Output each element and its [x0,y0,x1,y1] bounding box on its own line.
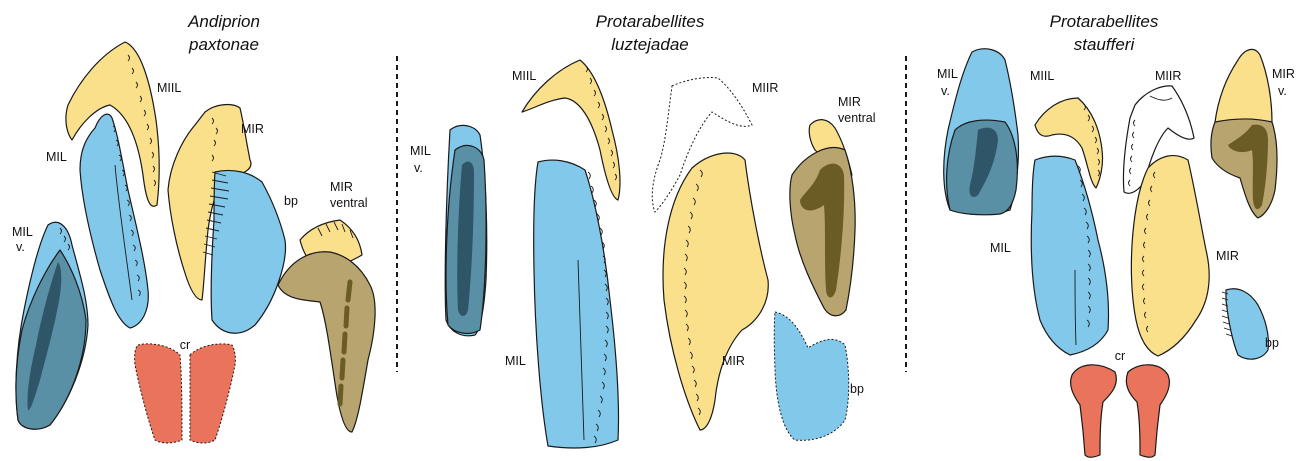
panel-2-mir-ventral-label-line-1: MIR [838,95,861,109]
panel-2-mil-label: MIL [505,354,526,368]
panel-3-mir-v-label-line-2: v. [1278,84,1287,98]
panel-1-bp-element [203,170,285,333]
panel-3-mir-ventral-element [1211,49,1277,218]
panel-2-bp-label: bp [850,382,864,396]
panel-3-title-line-1: Protarabellites [1050,12,1159,31]
panel-2-miil-label: MIIL [512,69,536,83]
panel-3-carriers [1071,365,1170,457]
panel-2-title-line-1: Protarabellites [596,12,705,31]
panel-2-mil-element [534,160,619,448]
panel-1-cr-label: cr [180,338,190,352]
panel-3-bp-element [1222,289,1268,359]
panel-1-title-line-1: Andiprion [187,12,260,31]
panel-1-carriers [135,344,236,443]
panel-1-miil-label: MIIL [157,81,181,95]
panel-2-mil-ventral-element [445,125,487,335]
panel-3-mil-label: MIL [990,241,1011,255]
panel-3-mir-element [1131,156,1209,356]
panel-3-bp-label: bp [1265,336,1279,350]
panel-3-mil-v-label-line-1: MIL [937,67,958,81]
panel-protarabellites-staufferi: Protarabellites staufferi MIL v. MIIL MI… [937,12,1295,457]
panel-3-mil-v-label-line-2: v. [941,84,950,98]
panel-3-miil-label: MIIL [1030,69,1054,83]
panel-1-mir-label: MIR [241,122,264,136]
panel-1-mil-v-label-line-1: MIL [12,225,33,239]
panel-2-mir-element [663,153,768,430]
panel-1-mir-ventral-label-line-2: ventral [330,196,368,210]
panel-2-title-line-2: luztejadae [611,35,689,54]
panel-2-mil-v-label-line-1: MIL [410,144,431,158]
panel-2-mir-label: MIR [722,354,745,368]
panel-1-bp-label: bp [284,194,298,208]
panel-1-mil-label: MIL [46,150,67,164]
panel-3-title-line-2: staufferi [1074,35,1136,54]
panel-2-miir-label: MIIR [752,81,778,95]
panel-1-mir-ventral-label-line-1: MIR [330,180,353,194]
panel-2-bp-element [774,312,849,440]
panel-2-mir-ventral-label-line-2: ventral [838,111,876,125]
panel-1-mir-ventral-element [278,220,375,432]
panel-1-mil-v-label-line-2: v. [16,240,25,254]
panel-3-mir-v-label-line-1: MIR [1272,67,1295,81]
panel-2-mir-ventral-element [790,120,855,316]
panel-andiprion-paxtonae: Andiprion paxtonae MIIL MIL MIL v. [12,12,375,443]
panel-2-mil-v-label-line-2: v. [414,161,423,175]
panel-1-title-line-2: paxtonae [188,35,259,54]
panel-protarabellites-luztejadae: Protarabellites luztejadae MIIL MIIR MIL… [410,12,876,448]
panel-1-mil-ventral-element [16,222,88,429]
panel-3-mir-label: MIR [1216,249,1239,263]
panel-3-cr-label: cr [1115,349,1125,363]
panel-3-miir-label: MIIR [1155,69,1181,83]
